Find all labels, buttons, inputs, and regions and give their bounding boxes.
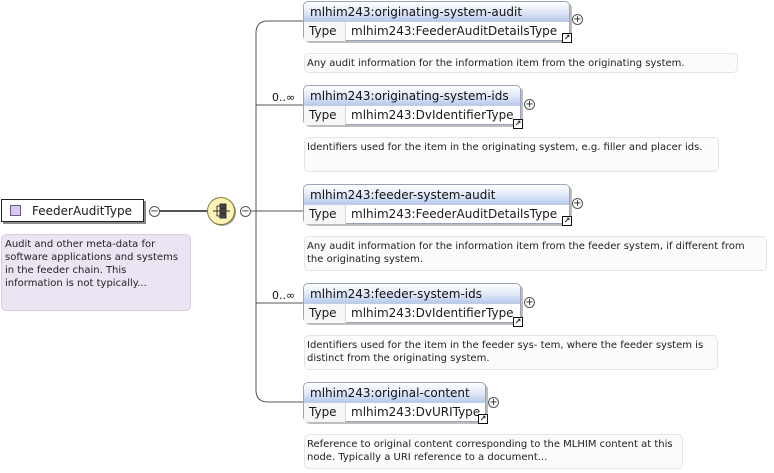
expand-toggle-feeder-system-ids[interactable]: + — [524, 297, 535, 308]
type-value: mlhim243:DvURIType — [351, 405, 481, 419]
type-link-icon[interactable]: ↗ — [513, 119, 523, 129]
root-collapse-toggle[interactable]: − — [149, 206, 160, 217]
documentation-originating-system-audit: Any audit information for the informatio… — [304, 53, 738, 73]
element-name: mlhim243:originating-system-audit — [304, 2, 569, 22]
type-link-icon[interactable]: ↗ — [478, 414, 488, 424]
expand-toggle-originating-system-ids[interactable]: + — [524, 99, 535, 110]
type-link-icon[interactable]: ↗ — [513, 317, 523, 327]
type-value: mlhim243:DvIdentifierType — [351, 306, 514, 320]
element-originating-system-audit[interactable]: mlhim243:originating-system-audit Type m… — [303, 1, 572, 43]
occurrence-label: 0..∞ — [272, 91, 296, 104]
element-name: mlhim243:feeder-system-audit — [304, 185, 569, 205]
type-label: Type — [304, 106, 346, 125]
documentation-feeder-system-ids: Identifiers used for the item in the fee… — [304, 335, 718, 370]
element-type-row: Type mlhim243:DvIdentifierType — [304, 106, 520, 125]
expand-toggle-feeder-system-audit[interactable]: + — [572, 198, 583, 209]
element-type-row: Type mlhim243:FeederAuditDetailsType — [304, 22, 569, 41]
element-feeder-system-ids[interactable]: mlhim243:feeder-system-ids Type mlhim243… — [303, 283, 523, 327]
type-link-icon[interactable]: ↗ — [562, 216, 572, 226]
element-originating-system-ids[interactable]: mlhim243:originating-system-ids Type mlh… — [303, 85, 523, 129]
element-name: mlhim243:originating-system-ids — [304, 86, 520, 106]
type-value: mlhim243:DvIdentifierType — [351, 108, 514, 122]
type-value: mlhim243:FeederAuditDetailsType — [351, 24, 558, 38]
root-type-name: FeederAuditType — [32, 203, 132, 218]
documentation-feeder-system-audit: Any audit information for the informatio… — [304, 236, 767, 271]
complex-type-icon — [10, 205, 21, 216]
expand-toggle-original-content[interactable]: + — [488, 397, 499, 408]
type-label: Type — [304, 403, 346, 422]
expand-toggle-originating-system-audit[interactable]: + — [572, 14, 583, 25]
sequence-collapse-toggle[interactable]: − — [240, 206, 251, 217]
element-name: mlhim243:feeder-system-ids — [304, 284, 520, 304]
type-label: Type — [304, 304, 346, 323]
documentation-original-content: Reference to original content correspond… — [304, 434, 683, 469]
sequence-compositor-icon — [213, 203, 230, 219]
type-link-icon[interactable]: ↗ — [562, 33, 572, 43]
element-feeder-system-audit[interactable]: mlhim243:feeder-system-audit Type mlhim2… — [303, 184, 572, 226]
element-original-content[interactable]: mlhim243:original-content Type mlhim243:… — [303, 382, 488, 424]
sequence-compositor[interactable] — [207, 197, 235, 225]
element-type-row: Type mlhim243:FeederAuditDetailsType — [304, 205, 569, 224]
occurrence-label: 0..∞ — [272, 289, 296, 302]
type-value: mlhim243:FeederAuditDetailsType — [351, 207, 558, 221]
documentation-originating-system-ids: Identifiers used for the item in the ori… — [304, 137, 719, 172]
root-documentation: Audit and other meta-data for software a… — [1, 234, 191, 311]
element-type-row: Type mlhim243:DvIdentifierType — [304, 304, 520, 323]
element-name: mlhim243:original-content — [304, 383, 485, 403]
root-complex-type[interactable]: FeederAuditType — [1, 199, 144, 222]
type-label: Type — [304, 205, 346, 224]
element-type-row: Type mlhim243:DvURIType — [304, 403, 485, 422]
type-label: Type — [304, 22, 346, 41]
